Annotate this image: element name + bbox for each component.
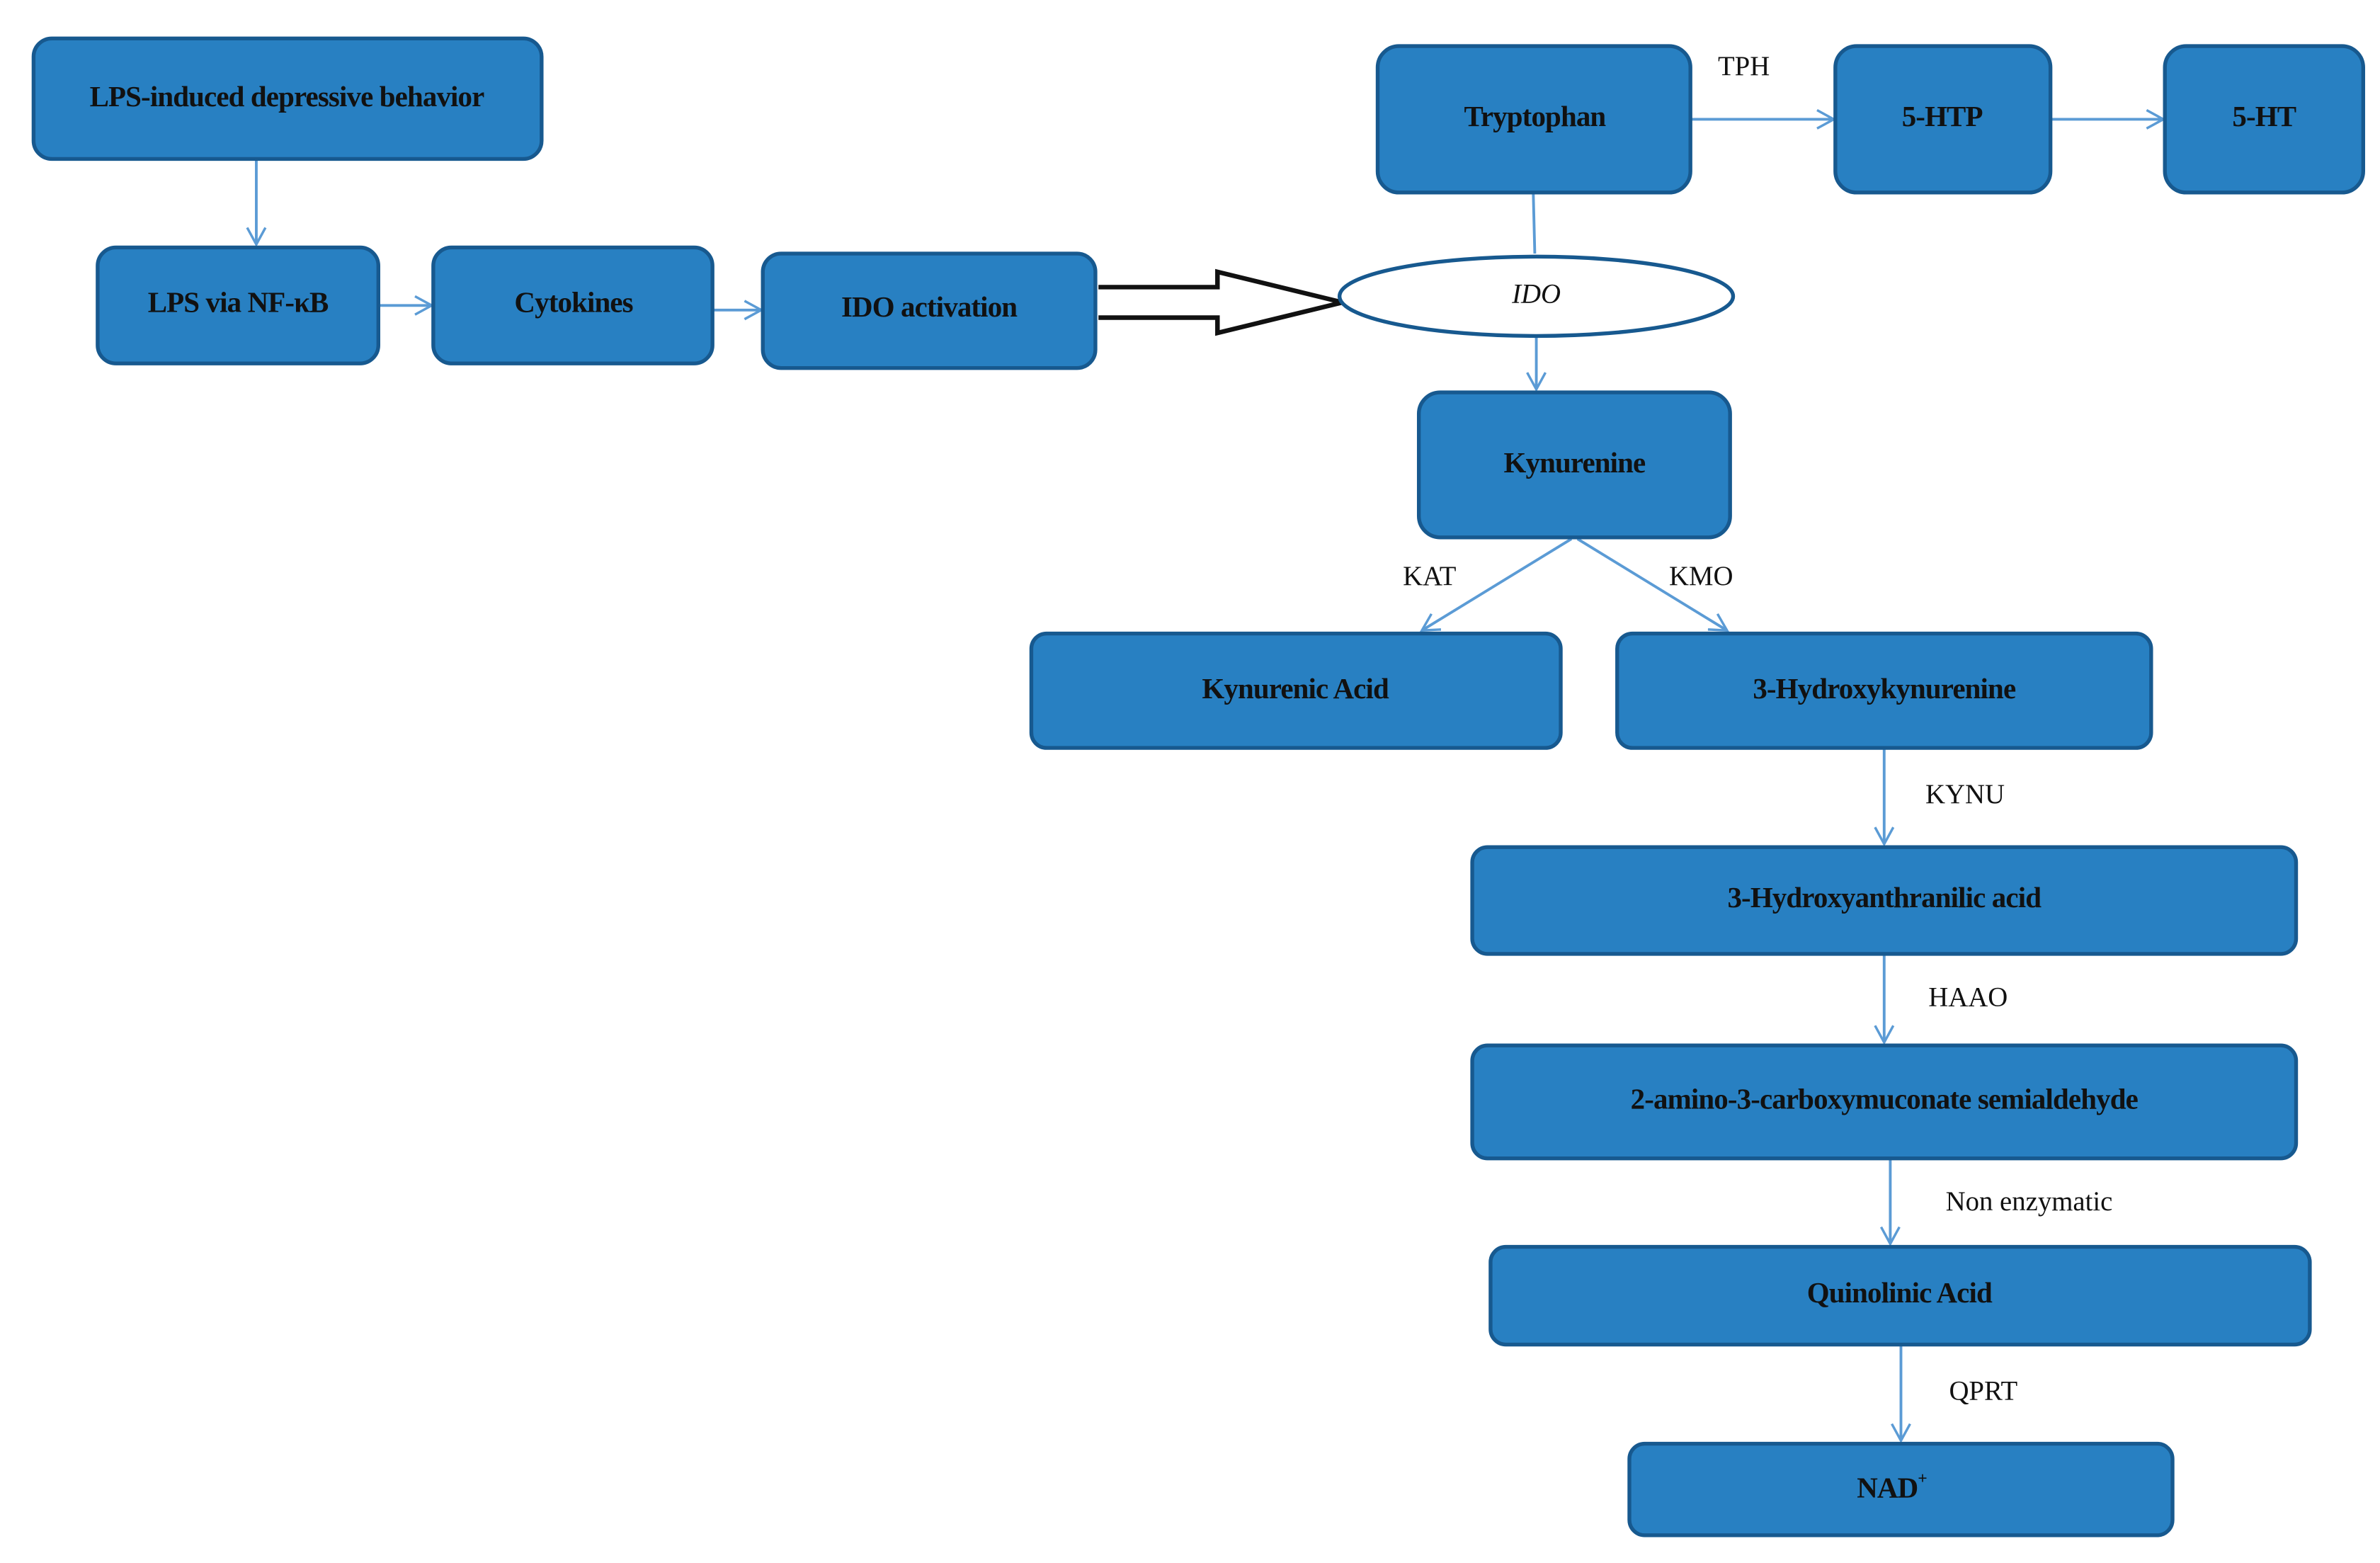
node-5htp: 5-HTP [1833, 44, 2053, 195]
node-label: 3-Hydroxyanthranilic acid [1727, 882, 2042, 914]
node-5ht: 5-HT [2163, 44, 2365, 195]
enzyme-label-kynu: KYNU [1925, 779, 2005, 809]
arrows [246, 109, 2166, 1443]
node-label: LPS via NF-κB [148, 287, 329, 319]
enzyme-label-haao: HAAO [1928, 982, 2008, 1012]
node-ido: IDO [1337, 254, 1736, 339]
enzyme-label-kmo: KMO [1669, 561, 1733, 591]
node-ido-activation: IDO activation [761, 251, 1098, 370]
hollow-arrow-ido-activation [1098, 268, 1343, 336]
node-label: 3-Hydroxykynurenine [1753, 673, 2016, 705]
node-label: Cytokines [514, 287, 632, 319]
node-3-hydroxyanthranilic-acid: 3-Hydroxyanthranilic acid [1470, 845, 2299, 956]
node-lps-nfkb: LPS via NF-κB [96, 245, 381, 365]
enzyme-label-non-enzymatic: Non enzymatic [1946, 1186, 2113, 1217]
line-trp-to-ido [1532, 192, 1537, 254]
enzyme-label-tph: TPH [1718, 51, 1770, 81]
node-kynurenine: Kynurenine [1416, 390, 1732, 540]
arrow-kyn-to-3hk [1576, 538, 1729, 632]
node-tryptophan: Tryptophan [1375, 44, 1692, 195]
node-label: IDO activation [841, 291, 1018, 323]
node-kynurenic-acid: Kynurenic Acid [1029, 631, 1563, 750]
node-3-hydroxykynurenine: 3-Hydroxykynurenine [1615, 631, 2153, 750]
node-label: LPS-induced depressive behavior [90, 81, 485, 113]
node-quinolinic-acid: Quinolinic Acid [1488, 1244, 2312, 1347]
node-label: NAD+ [1857, 1470, 1927, 1504]
node-label: Kynurenic Acid [1202, 673, 1389, 705]
node-label: Kynurenine [1504, 447, 1646, 479]
enzyme-label-kat: KAT [1403, 561, 1457, 591]
enzyme-label-qprt: QPRT [1949, 1375, 2017, 1406]
node-label: Quinolinic Acid [1807, 1277, 1993, 1309]
node-label: Tryptophan [1464, 101, 1606, 132]
node-label: 5-HTP [1902, 101, 1983, 132]
node-nad: NAD+ [1627, 1441, 2175, 1538]
arrow-kyn-to-kyna [1419, 538, 1573, 632]
node-lps-induced: LPS-induced depressive behavior [31, 36, 544, 161]
node-label: 2-amino-3-carboxymuconate semialdehyde [1631, 1083, 2139, 1115]
node-cytokines: Cytokines [431, 245, 714, 365]
node-label: 5-HT [2232, 101, 2296, 132]
node-label: IDO [1511, 278, 1561, 309]
node-acms: 2-amino-3-carboxymuconate semialdehyde [1470, 1043, 2299, 1161]
